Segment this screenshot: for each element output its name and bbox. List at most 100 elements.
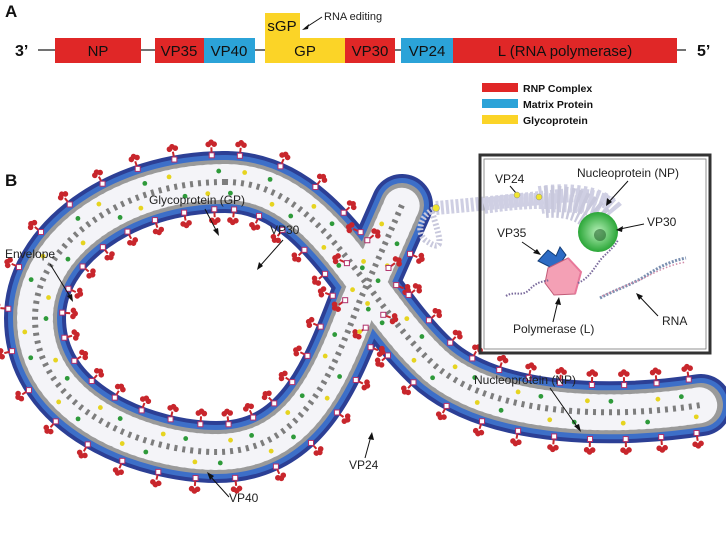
glycoprotein-spike bbox=[0, 348, 10, 360]
envelope-matrix-square bbox=[155, 468, 162, 475]
panel-a-letter: A bbox=[5, 2, 17, 21]
vp24-dot bbox=[411, 357, 417, 363]
glycoprotein-spike bbox=[345, 200, 357, 212]
glycoprotein-spike bbox=[620, 442, 632, 455]
glycoprotein-spike bbox=[510, 433, 522, 447]
vp30-dot bbox=[379, 320, 385, 326]
vp30-dot bbox=[498, 407, 504, 413]
vp24-dot bbox=[228, 437, 233, 443]
glycoprotein-spike bbox=[270, 231, 282, 244]
gene-gp-label: GP bbox=[294, 43, 316, 60]
legend-swatch-glycoprotein bbox=[482, 115, 518, 124]
envelope-matrix-square bbox=[367, 344, 374, 351]
vp24-dot bbox=[474, 400, 480, 405]
glycoprotein-spike bbox=[293, 345, 306, 357]
gene-vp40-label: VP40 bbox=[211, 43, 248, 60]
glycoprotein-spike bbox=[112, 463, 124, 476]
glycoprotein-spike bbox=[435, 408, 447, 421]
vp24-dot bbox=[96, 201, 102, 207]
glycoprotein-spike bbox=[369, 228, 381, 240]
glycoprotein-spike bbox=[278, 370, 291, 382]
envelope-matrix-square bbox=[362, 324, 369, 331]
envelope-matrix-square bbox=[61, 334, 68, 341]
glycoprotein-spike bbox=[92, 368, 105, 380]
envelope-matrix-square bbox=[469, 355, 476, 362]
glycoprotein-spike bbox=[412, 252, 425, 264]
vp24-dot bbox=[322, 353, 328, 359]
glycoprotein-spike bbox=[152, 222, 165, 236]
legend-swatch-rnp bbox=[482, 83, 518, 92]
glycoprotein-spike bbox=[317, 286, 331, 298]
glycoprotein-spike bbox=[345, 222, 359, 234]
nucleocapsid-proteins bbox=[5, 152, 700, 482]
inset-rna-strand-left bbox=[505, 279, 550, 297]
inset-label-vp35: VP35 bbox=[497, 226, 527, 240]
vp30-dot bbox=[430, 375, 436, 381]
vp30-dot bbox=[291, 434, 296, 440]
glycoprotein-spike bbox=[150, 474, 162, 488]
envelope-matrix-square bbox=[37, 229, 44, 236]
glycoprotein-spike bbox=[166, 143, 179, 157]
envelope-matrix-square bbox=[588, 381, 595, 388]
envelope-matrix-square bbox=[385, 264, 392, 271]
glycoprotein-spike bbox=[583, 441, 596, 455]
vp24-dot bbox=[311, 203, 317, 209]
glycoprotein-spike bbox=[57, 191, 69, 203]
glycoprotein-spike bbox=[188, 480, 201, 494]
glycoprotein-spike bbox=[235, 140, 247, 153]
envelope-matrix-square bbox=[405, 291, 412, 298]
label-envelope: Envelope bbox=[5, 247, 55, 261]
vp24-dot bbox=[192, 459, 198, 465]
envelope-matrix-square bbox=[342, 297, 349, 304]
vp30-dot bbox=[28, 277, 34, 283]
envelope-matrix-square bbox=[211, 206, 218, 213]
glycoprotein-spike bbox=[358, 379, 371, 391]
vp30-dot bbox=[117, 416, 123, 421]
envelope-matrix-square bbox=[384, 352, 391, 359]
label-nucleoprotein: Nucleoprotein (NP) bbox=[474, 373, 576, 387]
label-vp24: VP24 bbox=[349, 458, 379, 472]
glycoprotein-spike bbox=[279, 151, 291, 164]
envelope-matrix-square bbox=[685, 376, 692, 383]
vp30-dot bbox=[375, 278, 381, 284]
glycoprotein-spike bbox=[586, 369, 599, 383]
vp30-dot bbox=[336, 263, 342, 268]
vp30-dot bbox=[183, 436, 189, 441]
panel-b: B bbox=[0, 139, 710, 505]
envelope-matrix-square bbox=[84, 441, 91, 448]
envelope-matrix-square bbox=[301, 246, 308, 253]
envelope-matrix-square bbox=[171, 156, 178, 163]
envelope-matrix-square bbox=[447, 339, 454, 346]
vp30-dot bbox=[419, 334, 425, 339]
envelope-matrix-square bbox=[693, 429, 700, 436]
vp30-dot bbox=[678, 394, 684, 400]
glycoprotein-spike bbox=[497, 354, 509, 368]
glycoprotein-spike bbox=[372, 345, 386, 357]
label-vp30: VP30 bbox=[270, 223, 300, 237]
envelope-matrix-square bbox=[479, 418, 486, 425]
vp24-dot bbox=[321, 245, 327, 250]
vp24-dot bbox=[452, 364, 458, 370]
envelope-matrix-square bbox=[99, 180, 106, 187]
gene-vp24-label: VP24 bbox=[409, 43, 446, 60]
vp30-dot bbox=[28, 355, 34, 361]
gene-l-box bbox=[453, 38, 677, 63]
glycoprotein-spike bbox=[205, 139, 217, 153]
label-vp40: VP40 bbox=[229, 491, 259, 505]
glycoprotein-spike bbox=[352, 328, 364, 340]
envelope-matrix-square bbox=[25, 387, 32, 394]
vp30-dot bbox=[538, 393, 544, 399]
vp24-dot bbox=[404, 316, 410, 322]
envelope-matrix-square bbox=[138, 407, 145, 414]
glycoprotein-spike bbox=[331, 301, 344, 312]
inset-label-vp24: VP24 bbox=[495, 172, 525, 186]
vp30-dot bbox=[117, 215, 123, 220]
vp30-dot bbox=[143, 449, 149, 455]
vp30-dot bbox=[216, 168, 222, 174]
envelope-matrix-square bbox=[65, 285, 72, 292]
vp30-dot bbox=[43, 316, 49, 321]
envelope-matrix-square bbox=[621, 382, 628, 389]
envelope-matrix-square bbox=[181, 209, 188, 216]
glycoprotein-spike bbox=[227, 212, 239, 226]
vp30-dot bbox=[365, 306, 371, 312]
